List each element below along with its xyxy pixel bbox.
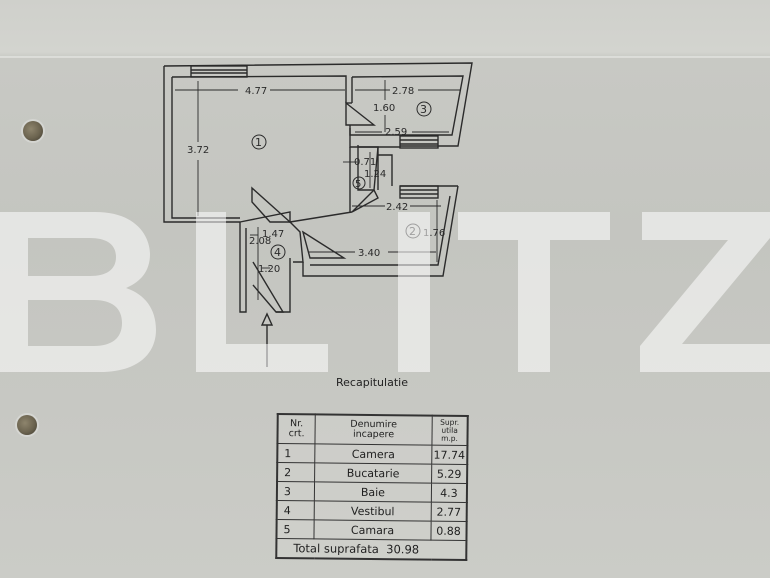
row-nr: 5 <box>276 519 315 539</box>
table-row: 2 Bucatarie 5.29 <box>277 462 468 484</box>
dim-room3-height: 1.60 <box>373 103 395 114</box>
total-label: Total suprafata <box>293 541 379 557</box>
total-row: Total suprafata 30.98 <box>276 538 467 560</box>
dim-room4-height: 2.08 <box>249 236 271 247</box>
dim-room5-width: 0.71 <box>354 157 376 168</box>
row-area: 0.88 <box>430 521 467 541</box>
paper-fold-line <box>0 56 770 58</box>
total-value: 30.98 <box>386 542 420 557</box>
punch-hole-top <box>23 121 43 141</box>
row-nr: 2 <box>277 462 315 482</box>
room-label-5: 5 <box>355 179 361 190</box>
row-nr: 1 <box>277 443 315 463</box>
total-cell: Total suprafata 30.98 <box>276 538 467 560</box>
dim-room5-height: 1.24 <box>364 169 386 180</box>
room-label-3: 3 <box>420 103 427 116</box>
room-label-4: 4 <box>274 246 281 259</box>
dim-room3-top-width: 2.78 <box>392 86 414 97</box>
row-area: 17.74 <box>431 445 468 465</box>
header-nr: Nr.crt. <box>277 414 316 444</box>
dim-room2-bottom-width: 3.40 <box>358 248 380 259</box>
row-room-name: Bucatarie <box>314 462 432 484</box>
row-nr: 3 <box>276 481 315 501</box>
table-row: 1 Camera 17.74 <box>277 443 468 465</box>
row-room-name: Camara <box>313 519 432 541</box>
dim-room4-width-bottom: 1.20 <box>258 264 280 275</box>
row-area: 2.77 <box>431 502 467 522</box>
dim-room2-height: 1.76 <box>423 228 445 239</box>
dim-room1-width: 4.77 <box>245 86 267 97</box>
row-room-name: Vestibul <box>314 500 432 522</box>
row-room-name: Camera <box>314 443 432 465</box>
table-row: 4 Vestibul 2.77 <box>276 500 467 522</box>
punch-hole-bottom <box>17 415 37 435</box>
row-area: 4.3 <box>431 483 468 503</box>
table-row: 5 Camara 0.88 <box>276 519 467 541</box>
recap-title: Recapitulatie <box>336 376 408 389</box>
table-row: 3 Baie 4.3 <box>276 481 468 503</box>
dim-room3-bottom-width: 2.59 <box>385 127 407 138</box>
room-label-2: 2 <box>409 225 416 238</box>
dim-room2-top-width: 2.42 <box>386 202 408 213</box>
row-nr: 4 <box>276 500 315 520</box>
row-area: 5.29 <box>431 464 468 484</box>
room-label-1: 1 <box>255 136 262 149</box>
row-room-name: Baie <box>314 481 432 503</box>
dim-room1-height: 3.72 <box>187 145 209 156</box>
